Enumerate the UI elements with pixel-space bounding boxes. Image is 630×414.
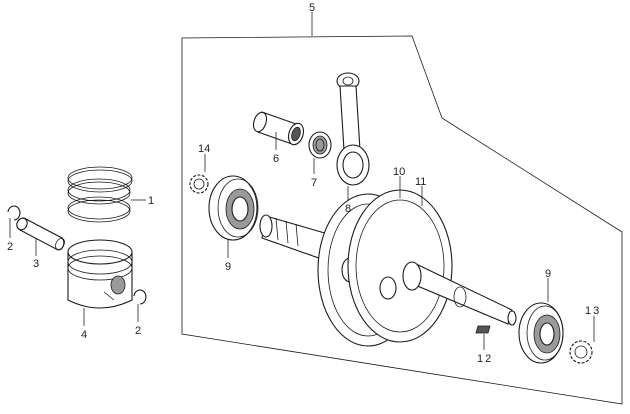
lock-washer-right xyxy=(569,340,593,364)
callout-10: 10 xyxy=(393,166,405,178)
woodruff-key xyxy=(475,325,491,334)
piston-pin xyxy=(16,217,65,251)
callout-11: 11 xyxy=(415,176,426,188)
crankshaft xyxy=(259,189,517,347)
callout-2-right: 2 xyxy=(135,325,141,337)
ball-bearing-left xyxy=(208,175,259,241)
callout-1: 1 xyxy=(148,195,154,207)
callout-9-left: 9 xyxy=(225,261,231,273)
ball-bearing-right xyxy=(518,302,564,364)
callout-4: 4 xyxy=(81,329,87,341)
circlip-left xyxy=(7,205,21,221)
crank-pin xyxy=(252,111,305,146)
connecting-rod xyxy=(336,72,370,186)
piston-rings xyxy=(67,166,133,223)
piston xyxy=(67,239,133,309)
callout-3: 3 xyxy=(33,258,39,270)
leader-lines xyxy=(9,12,595,350)
circlip-right xyxy=(133,289,147,305)
callout-14: 14 xyxy=(198,143,210,155)
callout-7: 7 xyxy=(311,177,317,189)
callout-8: 8 xyxy=(345,203,351,215)
assembly-boundary xyxy=(181,35,623,405)
callout-5: 5 xyxy=(309,2,315,14)
callout-2-left: 2 xyxy=(7,241,13,253)
callout-6: 6 xyxy=(273,153,279,165)
lock-washer-left xyxy=(189,174,209,194)
callout-12: 12 xyxy=(477,353,493,365)
needle-bearing xyxy=(308,131,332,159)
callout-13: 13 xyxy=(585,305,601,317)
callout-9-right: 9 xyxy=(545,268,551,280)
